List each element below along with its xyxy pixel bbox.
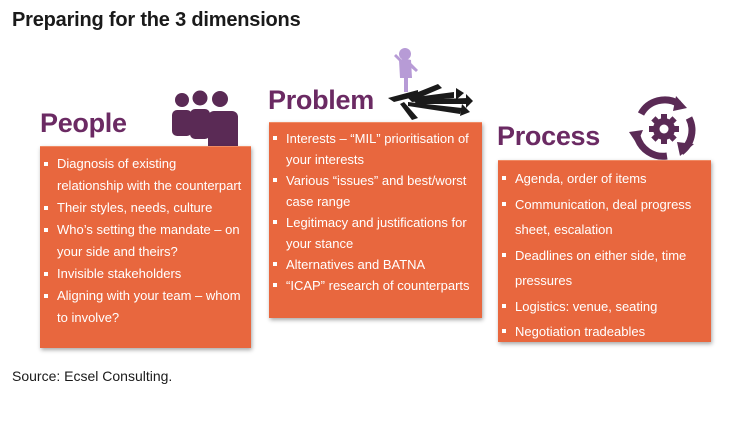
process-item: Deadlines on either side, time pressures bbox=[498, 243, 705, 294]
people-box: Diagnosis of existing relationship with … bbox=[40, 146, 251, 348]
process-item: Logistics: venue, seating bbox=[498, 294, 705, 320]
problem-item: Various “issues” and best/worst case ran… bbox=[269, 170, 476, 212]
page-title: Preparing for the 3 dimensions bbox=[12, 9, 301, 31]
people-heading: People bbox=[40, 108, 127, 138]
people-item: Invisible stakeholders bbox=[40, 263, 245, 285]
process-item: Agenda, order of items bbox=[498, 166, 705, 192]
gear-cycle-icon bbox=[629, 96, 696, 160]
people-item: Their styles, needs, culture bbox=[40, 197, 245, 219]
people-group-icon bbox=[172, 90, 238, 157]
process-list: Agenda, order of items Communication, de… bbox=[498, 166, 705, 345]
process-box: Agenda, order of items Communication, de… bbox=[498, 160, 711, 342]
problem-item: “ICAP” research of counterparts bbox=[269, 275, 476, 296]
problem-list: Interests – “MIL” prioritisation of your… bbox=[269, 128, 476, 296]
problem-item: Alternatives and BATNA bbox=[269, 254, 476, 275]
process-item: Negotiation tradeables bbox=[498, 319, 705, 345]
people-item: Who’s setting the mandate – on your side… bbox=[40, 219, 245, 263]
people-list: Diagnosis of existing relationship with … bbox=[40, 153, 245, 329]
people-item: Diagnosis of existing relationship with … bbox=[40, 153, 245, 197]
source-note: Source: Ecsel Consulting. bbox=[12, 368, 173, 384]
process-item: Communication, deal progress sheet, esca… bbox=[498, 192, 705, 243]
problem-box: Interests – “MIL” prioritisation of your… bbox=[269, 122, 482, 318]
crossroads-figure-icon bbox=[388, 48, 473, 120]
problem-heading: Problem bbox=[268, 85, 374, 115]
problem-item: Interests – “MIL” prioritisation of your… bbox=[269, 128, 476, 170]
people-item: Aligning with your team – whom to involv… bbox=[40, 285, 245, 329]
process-heading: Process bbox=[497, 121, 600, 151]
problem-item: Legitimacy and justifications for your s… bbox=[269, 212, 476, 254]
